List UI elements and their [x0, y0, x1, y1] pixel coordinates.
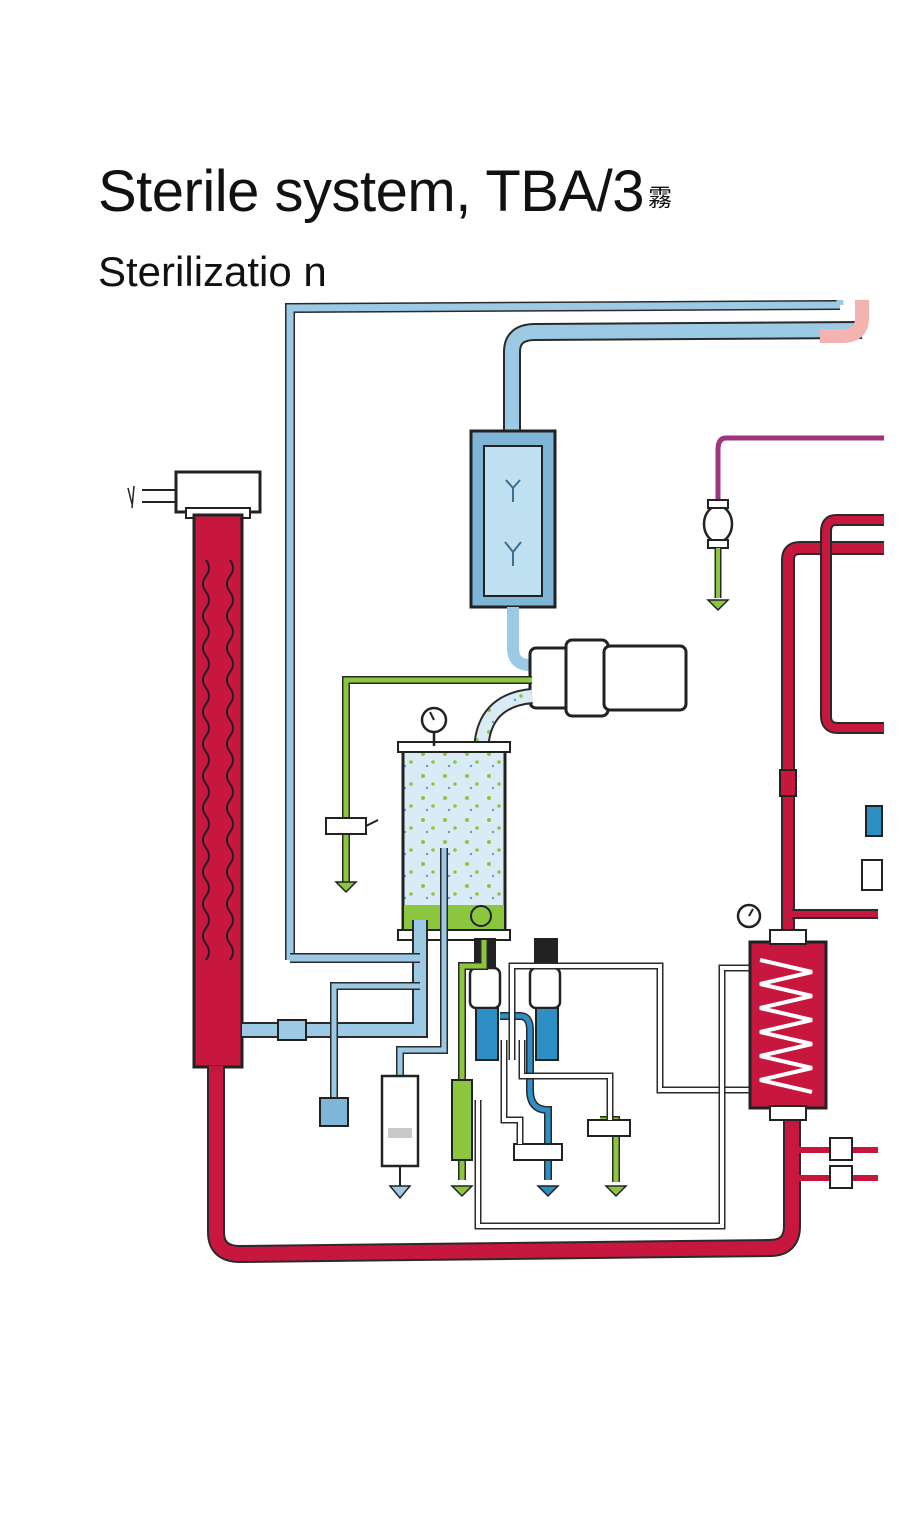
- title-glyph: 霧: [648, 184, 672, 213]
- green-condensate-line: [325, 676, 532, 894]
- sterile-water-tank: [469, 429, 557, 609]
- water-separator-vessel: [397, 706, 511, 941]
- steam-circuit: [207, 514, 886, 1264]
- diagram-right-edge: [884, 300, 920, 1280]
- valve-block: [468, 938, 562, 1061]
- upper-water-line: [285, 300, 863, 960]
- lower-drain-lines: [450, 940, 631, 1198]
- page-subtitle: Sterilizatio n: [98, 248, 327, 295]
- super-heater: [127, 470, 262, 1069]
- steam-line-fitting: [779, 769, 797, 797]
- pump-motor: [528, 638, 688, 718]
- heater-to-vessel-water-line: [242, 848, 448, 1127]
- heat-exchanger: [736, 903, 828, 1121]
- pink-return-line: [820, 300, 869, 343]
- steam-trap-valves: [829, 805, 883, 1189]
- purple-line-valve: [702, 435, 890, 612]
- title-text: Sterile system, TBA/3: [98, 159, 645, 224]
- air-lines: [474, 962, 756, 1230]
- drain-filter: [380, 1074, 420, 1200]
